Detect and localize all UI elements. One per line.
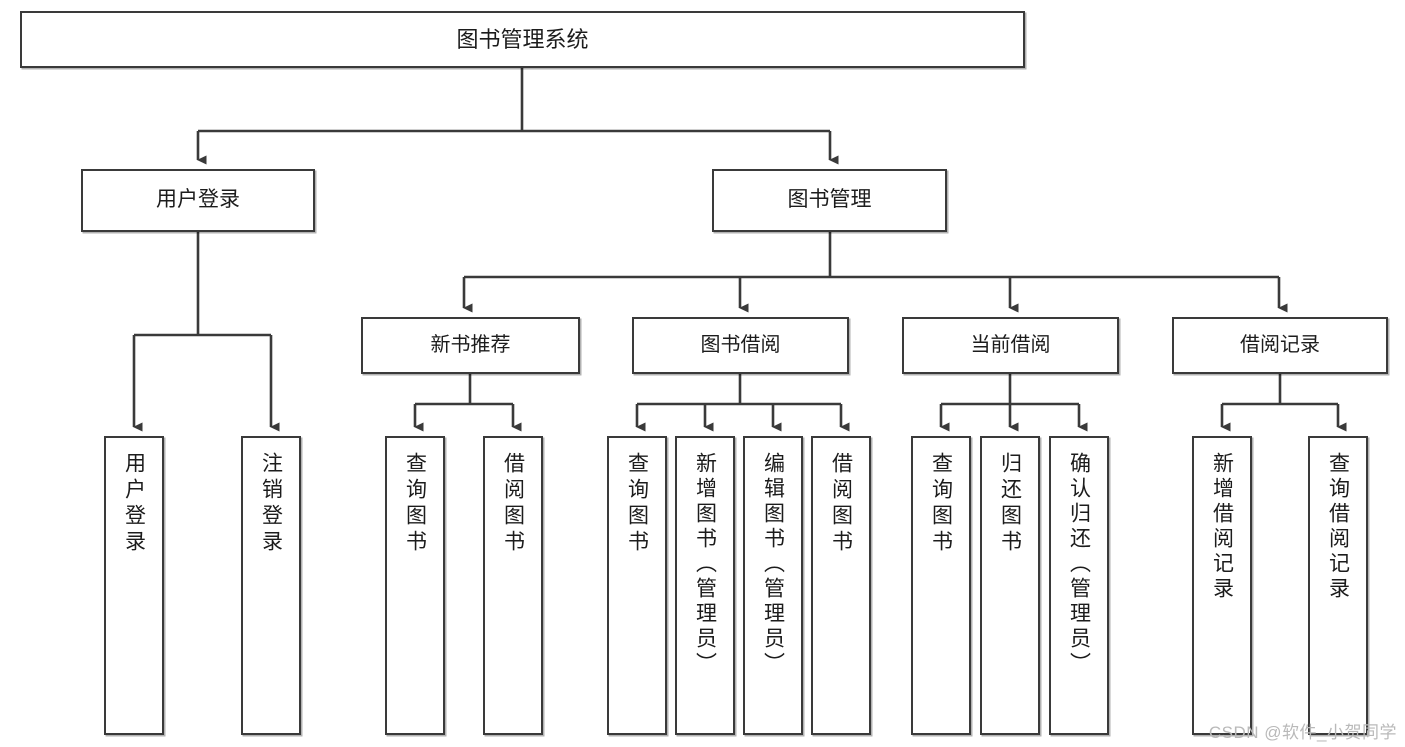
node-borrow-record[interactable]: 借阅记录 bbox=[1172, 317, 1388, 374]
node-label: 用户登录 bbox=[156, 188, 240, 212]
node-label: 当前借阅 bbox=[970, 333, 1051, 356]
node-label: 借阅图书 bbox=[501, 452, 525, 556]
node-label: 查询借阅记录 bbox=[1326, 452, 1350, 602]
node-label: 查询图书 bbox=[625, 452, 649, 556]
node-book-management[interactable]: 图书管理 bbox=[712, 169, 947, 232]
leaf-record-query-record[interactable]: 查询借阅记录 bbox=[1308, 436, 1368, 735]
node-label: 新书推荐 bbox=[430, 333, 511, 356]
leaf-borrow-borrow-book[interactable]: 借阅图书 bbox=[811, 436, 871, 735]
node-label: 查询图书 bbox=[403, 452, 427, 556]
csdn-watermark: CSDN @软件_小贺同学 bbox=[1208, 723, 1397, 742]
leaf-current-query-book[interactable]: 查询图书 bbox=[911, 436, 971, 735]
node-user-login[interactable]: 用户登录 bbox=[81, 169, 315, 232]
node-label: 新增图书（管理员） bbox=[693, 452, 717, 677]
node-book-borrow[interactable]: 图书借阅 bbox=[632, 317, 849, 374]
leaf-record-add-record[interactable]: 新增借阅记录 bbox=[1192, 436, 1252, 735]
node-label: 注销登录 bbox=[259, 452, 283, 556]
node-label: 新增借阅记录 bbox=[1210, 452, 1234, 602]
node-label: 用户登录 bbox=[122, 452, 146, 556]
leaf-borrow-add-book-admin[interactable]: 新增图书（管理员） bbox=[675, 436, 735, 735]
leaf-current-confirm-return-admin[interactable]: 确认归还（管理员） bbox=[1049, 436, 1109, 735]
leaf-new-book-borrow[interactable]: 借阅图书 bbox=[483, 436, 543, 735]
node-label: 确认归还（管理员） bbox=[1067, 452, 1091, 677]
node-label: 图书借阅 bbox=[700, 333, 781, 356]
leaf-borrow-edit-book-admin[interactable]: 编辑图书（管理员） bbox=[743, 436, 803, 735]
node-label: 编辑图书（管理员） bbox=[761, 452, 785, 677]
node-label: 图书管理 bbox=[787, 188, 872, 212]
node-label: 借阅记录 bbox=[1240, 333, 1320, 356]
node-current-borrow[interactable]: 当前借阅 bbox=[902, 317, 1119, 374]
leaf-user-login-logout[interactable]: 注销登录 bbox=[241, 436, 301, 735]
node-new-book-recommend[interactable]: 新书推荐 bbox=[361, 317, 580, 374]
node-label: 借阅图书 bbox=[829, 452, 853, 556]
node-root-system[interactable]: 图书管理系统 bbox=[20, 11, 1025, 68]
leaf-user-login-login[interactable]: 用户登录 bbox=[104, 436, 164, 735]
node-label: 图书管理系统 bbox=[456, 26, 589, 52]
node-label: 归还图书 bbox=[998, 452, 1022, 556]
leaf-current-return-book[interactable]: 归还图书 bbox=[980, 436, 1040, 735]
node-label: 查询图书 bbox=[929, 452, 953, 556]
leaf-new-book-query[interactable]: 查询图书 bbox=[385, 436, 445, 735]
leaf-borrow-query-book[interactable]: 查询图书 bbox=[607, 436, 667, 735]
